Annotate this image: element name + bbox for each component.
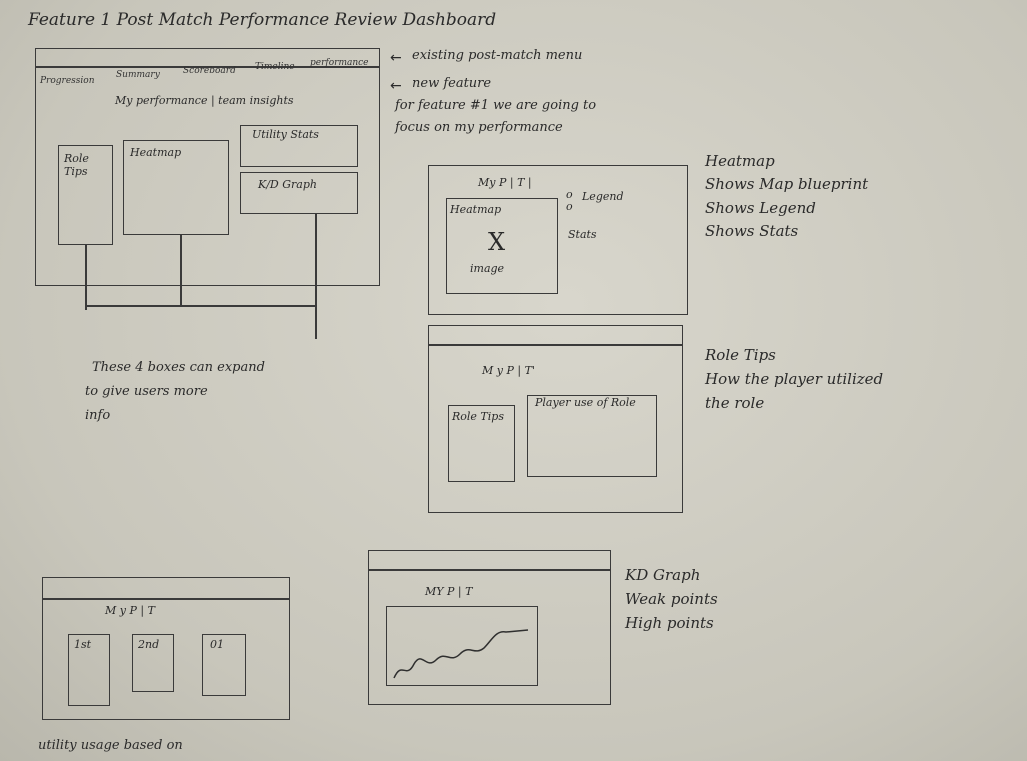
arrow-left-icon: ← (390, 78, 402, 94)
utility-box-01-label: 01 (210, 638, 224, 651)
kd-sketch-header: MY P | T (425, 585, 473, 598)
sketch-header-divider (428, 344, 683, 346)
utility-stats-panel[interactable] (240, 125, 358, 167)
role-tips-label: Role Tips (64, 152, 89, 178)
utility-stats-label: Utility Stats (252, 128, 319, 141)
kd-note-title: KD Graph (625, 566, 701, 584)
arrow-left-icon: ← (390, 50, 402, 66)
tab-timeline[interactable]: Timeline (255, 62, 295, 72)
legend-bullet-icon: o (566, 200, 573, 213)
sketch-header-divider (368, 569, 611, 571)
connector-line (85, 245, 87, 310)
tab-progression[interactable]: Progression (40, 76, 95, 86)
kd-graph-box[interactable] (386, 606, 538, 686)
utility-box-1st[interactable] (68, 634, 110, 706)
heatmap-image-text: image (470, 262, 505, 275)
note-focus-line1: for feature #1 we are going to (395, 98, 597, 113)
player-use-of-role-label: Player use of Role (535, 396, 636, 409)
roletips-note-title: Role Tips (705, 346, 776, 364)
utility-sketch (42, 577, 290, 720)
role-tips-box[interactable] (448, 405, 515, 482)
heatmap-note-item: Shows Map blueprint (705, 175, 869, 193)
stats-label: Stats (568, 228, 597, 241)
note-new-feature: new feature (412, 76, 492, 91)
kd-note-item: Weak points (625, 590, 718, 608)
utility-box-2nd-label: 2nd (138, 638, 160, 651)
kd-graph-panel[interactable] (240, 172, 358, 214)
role-tips-panel[interactable] (58, 145, 113, 245)
connector-line (315, 214, 317, 339)
note-expand-line2: to give users more (85, 384, 208, 399)
page-title: Feature 1 Post Match Performance Review … (28, 10, 497, 30)
role-tips-sketch-header: M y P | T' (482, 364, 535, 377)
connector-line (85, 305, 315, 307)
role-tips-sketch (428, 325, 683, 513)
heatmap-image-label: Heatmap (450, 203, 502, 216)
note-expand-line1: These 4 boxes can expand (92, 360, 265, 375)
legend-label: Legend (582, 190, 624, 203)
subnav-my-performance-team-insights[interactable]: My performance | team insights (115, 94, 294, 107)
heatmap-label: Heatmap (130, 146, 182, 159)
roletips-note-item: How the player utilized (705, 370, 884, 388)
heatmap-sketch (428, 165, 688, 315)
connector-line (180, 235, 182, 305)
tab-bar-divider (35, 66, 380, 68)
kd-line-sketch (393, 629, 529, 679)
heatmap-note-item: Shows Legend (705, 199, 816, 217)
note-focus-line2: focus on my performance (395, 120, 563, 135)
heatmap-panel[interactable] (123, 140, 229, 235)
note-expand-line3: info (85, 408, 111, 423)
tab-summary[interactable]: Summary (116, 70, 160, 80)
heatmap-sketch-header: My P | T | (478, 176, 532, 189)
heatmap-note-title: Heatmap (705, 152, 775, 170)
main-dashboard-sketch (35, 48, 380, 286)
role-tips-box-label: Role Tips (452, 410, 504, 423)
legend-bullet-icon: o (566, 188, 573, 201)
utility-box-1st-label: 1st (74, 638, 92, 651)
heatmap-note-item: Shows Stats (705, 222, 799, 240)
player-use-of-role-box[interactable] (527, 395, 657, 477)
utility-box-2nd[interactable] (132, 634, 174, 692)
tab-performance[interactable]: performance (310, 58, 369, 68)
tab-scoreboard[interactable]: Scoreboard (183, 66, 236, 76)
roletips-note-item: the role (705, 394, 765, 412)
kd-note-item: High points (625, 614, 714, 632)
utility-footnote: utility usage based on (38, 738, 183, 753)
sketch-header-divider (42, 598, 290, 600)
note-existing-menu: existing post-match menu (412, 48, 583, 63)
heatmap-image-panel[interactable] (446, 198, 558, 294)
kd-graph-sketch (368, 550, 611, 705)
utility-sketch-header: M y P | T (105, 604, 155, 617)
utility-box-01[interactable] (202, 634, 246, 696)
placeholder-x-icon: X (488, 228, 506, 256)
kd-graph-label: K/D Graph (258, 178, 317, 191)
